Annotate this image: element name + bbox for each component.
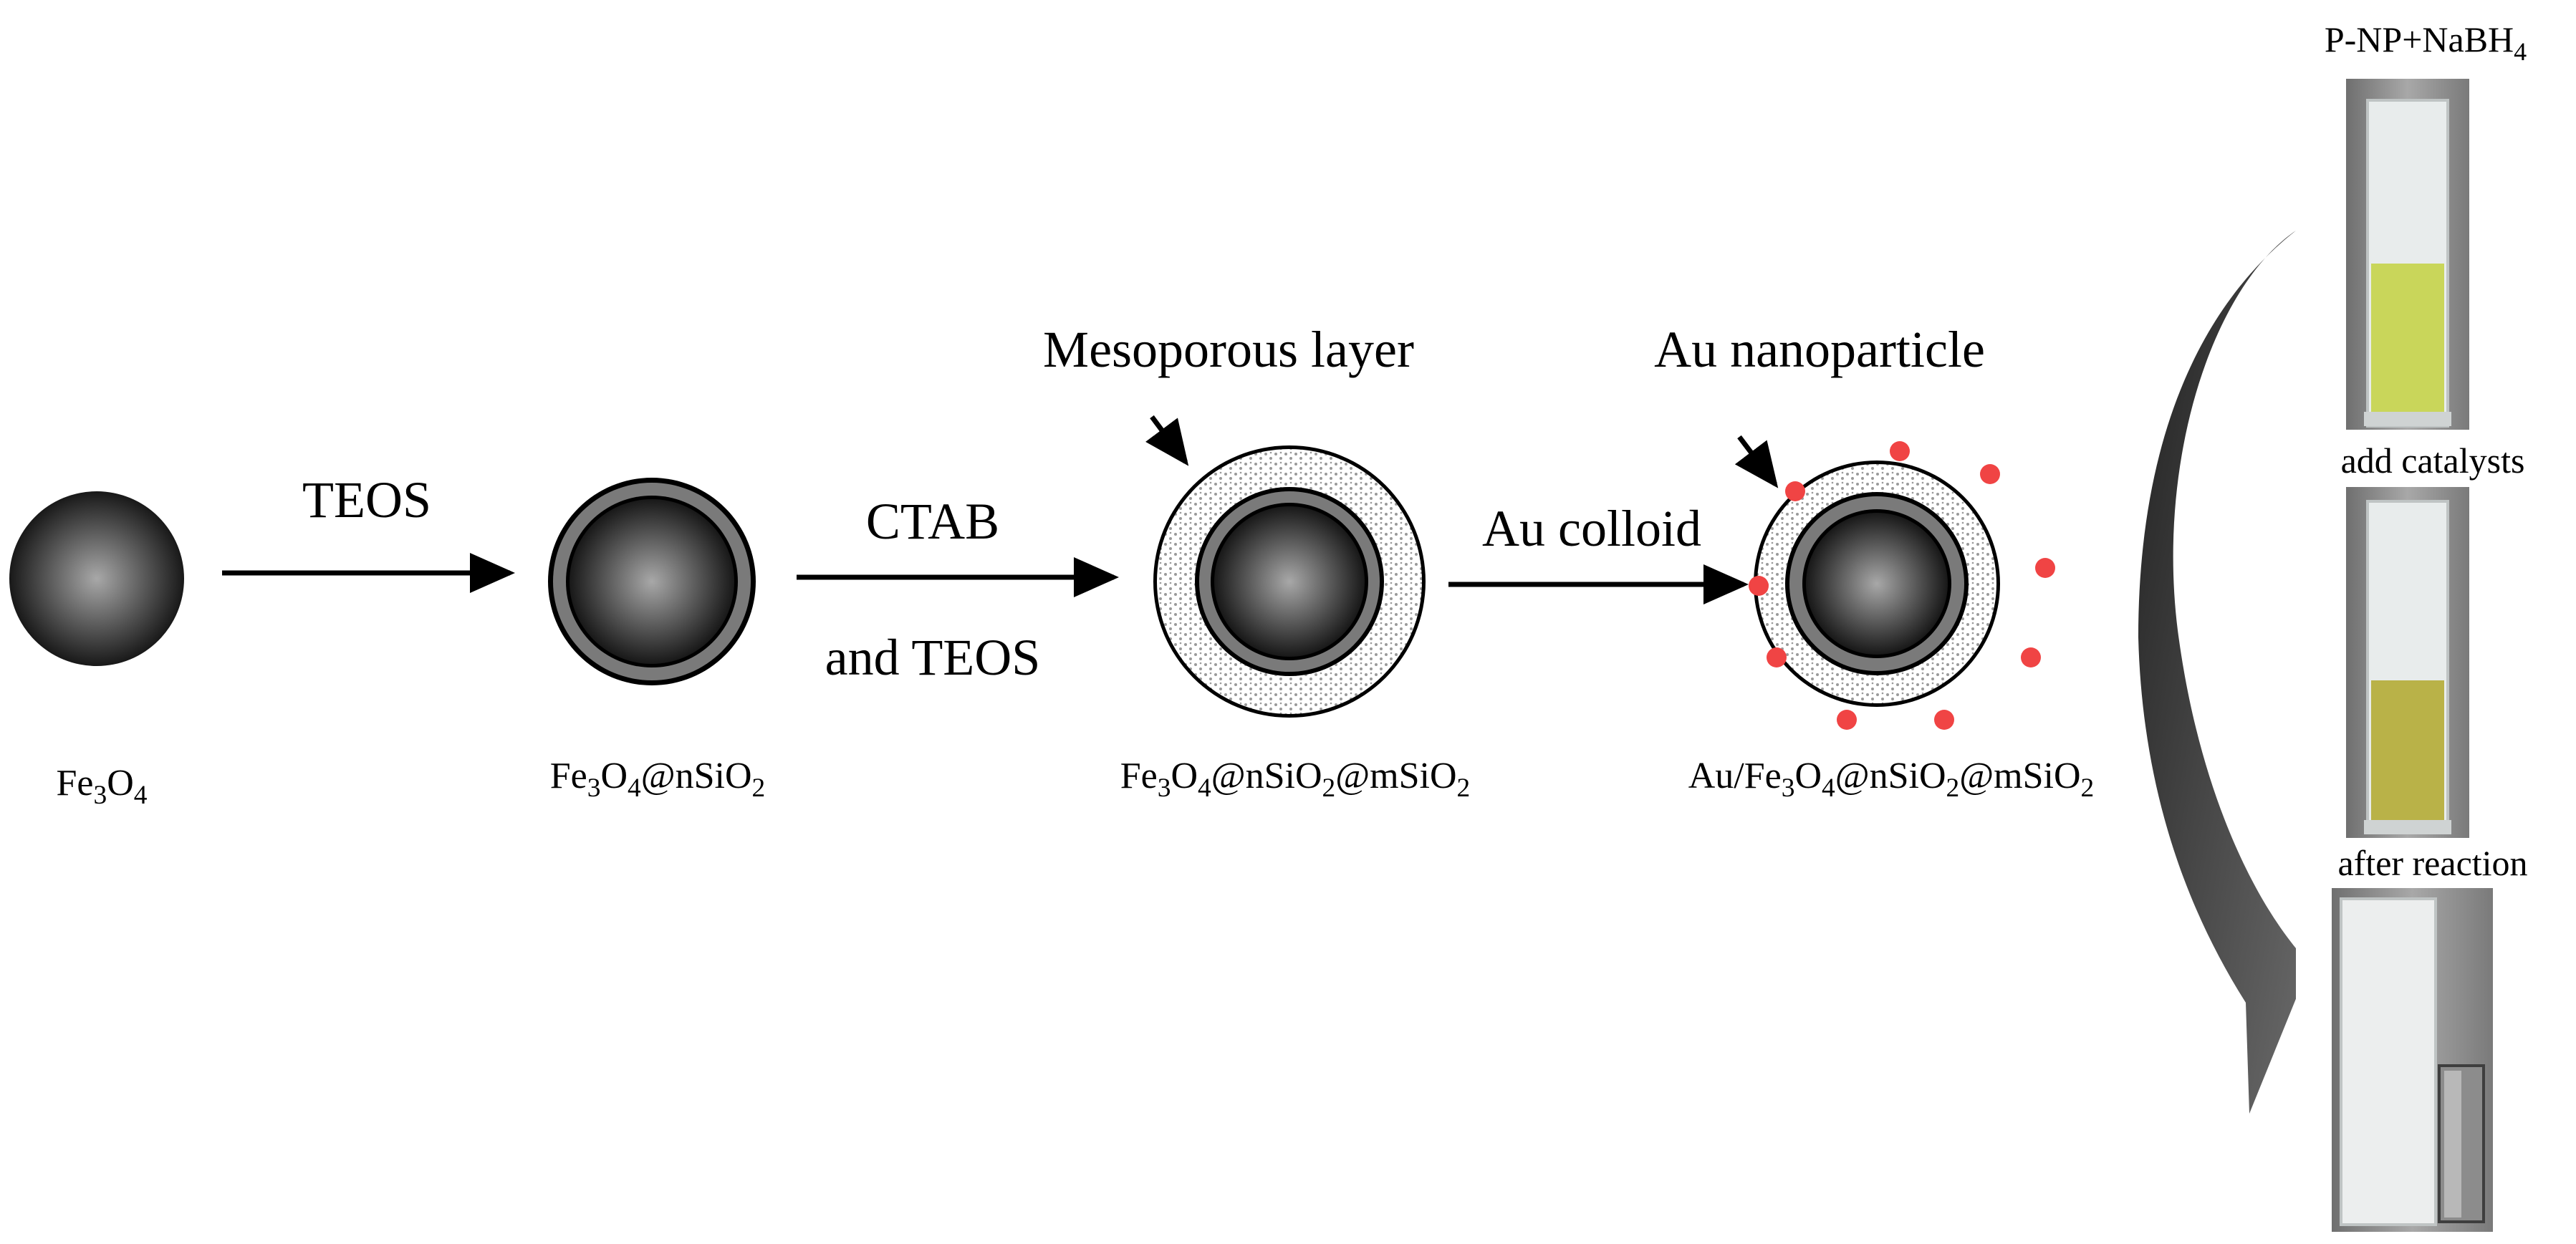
au-dot [1934, 710, 1954, 730]
subscript: 3 [1782, 773, 1795, 803]
text-run: @nSiO [1835, 756, 1946, 796]
pointer-mesoporous-layer [1145, 415, 1189, 466]
text-run: Au/Fe [1688, 756, 1782, 796]
annotation-au-nanoparticle: Au nanoparticle [1654, 321, 1985, 378]
cuvette-photo-catalyst [2346, 487, 2469, 838]
label-fe3o4-nsio2-msio2: Fe3O4@nSiO2@mSiO2 [1120, 756, 1471, 803]
subscript: 4 [1822, 773, 1835, 803]
au-dot [1749, 576, 1769, 596]
subscript: 2 [1457, 773, 1471, 803]
label-au-fe3o4-nsio2-msio2: Au/Fe3O4@nSiO2@mSiO2 [1688, 756, 2095, 803]
text-run: O [107, 763, 134, 804]
au-nanoparticle-dots [1749, 441, 2055, 730]
subscript: 2 [2081, 773, 2095, 803]
subscript: 3 [587, 773, 601, 803]
label-fe3o4: Fe3O4 [57, 763, 148, 810]
solution-yellow [2371, 680, 2444, 827]
text-run: O [600, 756, 628, 796]
text-run: P-NP+NaBH [2325, 19, 2514, 59]
text-run: @nSiO [641, 756, 752, 796]
au-fe3o4-nsio2-msio2-particle [1754, 461, 2000, 707]
reagent-ctab: CTAB [866, 493, 999, 550]
subscript: 2 [752, 773, 766, 803]
text-run: O [1171, 756, 1198, 796]
reagent-and-teos: and TEOS [825, 629, 1041, 686]
au-dot [1890, 441, 1910, 461]
curved-process-arrow [2138, 231, 2303, 1114]
text-run: O [1794, 756, 1822, 796]
subscript: 4 [1198, 773, 1211, 803]
pointer-au-nanoparticle [1734, 435, 1779, 488]
cuvette-photo-initial [2346, 79, 2469, 430]
au-dot [1767, 647, 1787, 667]
subscript: 4 [2514, 37, 2527, 66]
text-run: @mSiO [1335, 756, 1456, 796]
text-run: Fe [550, 756, 587, 796]
text-run: Fe [1120, 756, 1158, 796]
cuvette-photo-after [2332, 888, 2493, 1232]
au-dot [2021, 647, 2041, 667]
label-after-reaction: after reaction [2337, 843, 2527, 883]
au-dot [2035, 558, 2055, 578]
text-run: Fe [57, 763, 94, 804]
au-dot [1837, 710, 1857, 730]
subscript: 3 [94, 781, 107, 810]
au-dot [1785, 481, 1805, 501]
annotation-mesoporous-layer: Mesoporous layer [1043, 321, 1414, 378]
subscript: 3 [1158, 773, 1171, 803]
subscript: 4 [628, 773, 641, 803]
label-pnp-nabh4: P-NP+NaBH4 [2325, 19, 2527, 66]
label-fe3o4-nsio2: Fe3O4@nSiO2 [550, 756, 766, 803]
fe3o4-particle [9, 491, 184, 666]
text-run: @nSiO [1211, 756, 1322, 796]
reagent-au-colloid: Au colloid [1482, 500, 1701, 557]
subscript: 4 [134, 781, 148, 810]
text-run: @mSiO [1959, 756, 2080, 796]
reagent-teos: TEOS [302, 471, 431, 529]
solution-colorless [2346, 1096, 2431, 1221]
au-dot [1980, 464, 2000, 484]
solution-yellow-green [2371, 264, 2444, 423]
subscript: 2 [1946, 773, 1960, 803]
subscript: 2 [1322, 773, 1336, 803]
label-add-catalysts: add catalysts [2341, 440, 2525, 481]
fe3o4-nsio2-particle [548, 478, 756, 685]
fe3o4-nsio2-msio2-particle [1153, 445, 1426, 718]
